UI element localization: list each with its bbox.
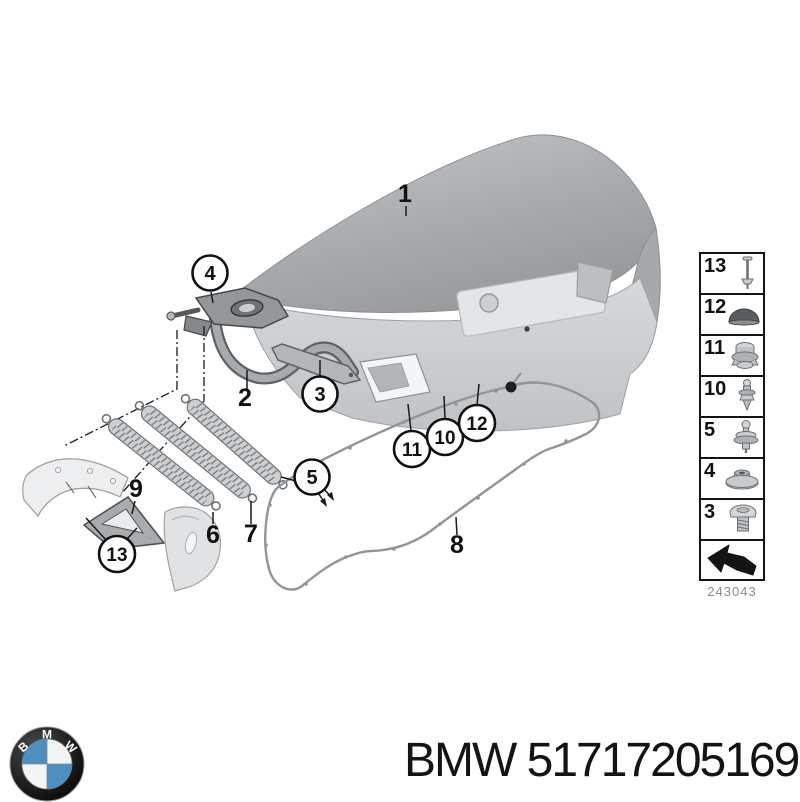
part-number-caption: BMW 51717205169 — [404, 734, 800, 787]
diagram-code: 243043 — [707, 584, 757, 599]
fasteners-legend: 13 12 11 10 — [699, 252, 765, 599]
callout-11: 11 — [402, 440, 423, 461]
bmw-logo: B M W — [9, 726, 85, 802]
left-taillight-inner — [367, 362, 410, 393]
flange-nut-icon — [725, 469, 759, 490]
emblem-mount-circle — [479, 293, 499, 313]
pivot-pin — [169, 307, 201, 319]
seal-grommet — [505, 381, 517, 393]
legend-row-10: 10 — [701, 377, 763, 418]
spring-right — [180, 393, 288, 490]
callout-13: 13 — [106, 545, 127, 566]
callout-10: 10 — [434, 428, 455, 449]
trunk-seal — [264, 372, 601, 591]
pivot-reference-line-a — [63, 330, 178, 447]
reference-arrow-icon — [707, 544, 757, 576]
legend-num: 12 — [704, 296, 727, 318]
legend-row-arrow — [701, 541, 763, 579]
callout-6: 6 — [206, 521, 220, 549]
legend-num: 10 — [704, 378, 727, 400]
spring-left — [101, 413, 221, 511]
spring-middle — [134, 400, 258, 504]
ball-stud-icon — [733, 420, 759, 453]
callout-7: 7 — [244, 520, 258, 548]
circled-callouts: 4 3 5 13 11 10 12 — [97, 254, 497, 574]
callout-2: 2 — [238, 384, 252, 412]
screw-icon — [729, 504, 757, 532]
trunk-lid — [231, 134, 661, 432]
bmw-letter-m: M — [42, 728, 52, 742]
legend-row-3: 3 — [701, 500, 763, 541]
legend-num: 11 — [704, 337, 726, 359]
callout-3: 3 — [314, 384, 325, 406]
right-taillight-recess — [576, 261, 614, 304]
callout-4: 4 — [204, 263, 216, 285]
grommet-plug-icon — [731, 342, 759, 369]
expanding-rivet-icon — [738, 379, 756, 412]
callout-1: 1 — [398, 180, 412, 208]
legend-num: 5 — [704, 419, 716, 441]
trim-panel — [163, 506, 222, 592]
legend-row-12: 12 — [701, 295, 763, 336]
hinge-pivot-assembly — [166, 287, 290, 337]
legend-row-5: 5 — [701, 418, 763, 459]
push-pin-rivet-icon — [741, 256, 754, 289]
legend-row-13: 13 — [701, 254, 763, 295]
mount-bracket-left — [22, 458, 129, 518]
bmw-quadrant-blue-se — [47, 764, 72, 789]
callout-5: 5 — [306, 467, 317, 489]
arrowheads — [320, 492, 334, 507]
hinge-bracket — [270, 343, 362, 385]
legend-row-11: 11 — [701, 336, 763, 377]
dome-cap-icon — [728, 308, 760, 326]
callout-12: 12 — [466, 414, 487, 435]
lock-cylinder-dot — [524, 326, 530, 332]
callout-9: 9 — [129, 475, 143, 503]
bmw-quadrant-blue-nw — [22, 739, 47, 764]
legend-num: 3 — [704, 501, 716, 523]
legend-num: 13 — [704, 255, 727, 277]
gusset-bracket — [82, 495, 166, 550]
license-plate-recess — [456, 268, 606, 337]
callout-8: 8 — [450, 531, 464, 559]
legend-row-4: 4 — [701, 459, 763, 500]
plain-callouts: 1 2 6 7 8 9 — [129, 180, 464, 559]
legend-num: 4 — [704, 460, 716, 482]
hinge-arm — [209, 312, 359, 385]
